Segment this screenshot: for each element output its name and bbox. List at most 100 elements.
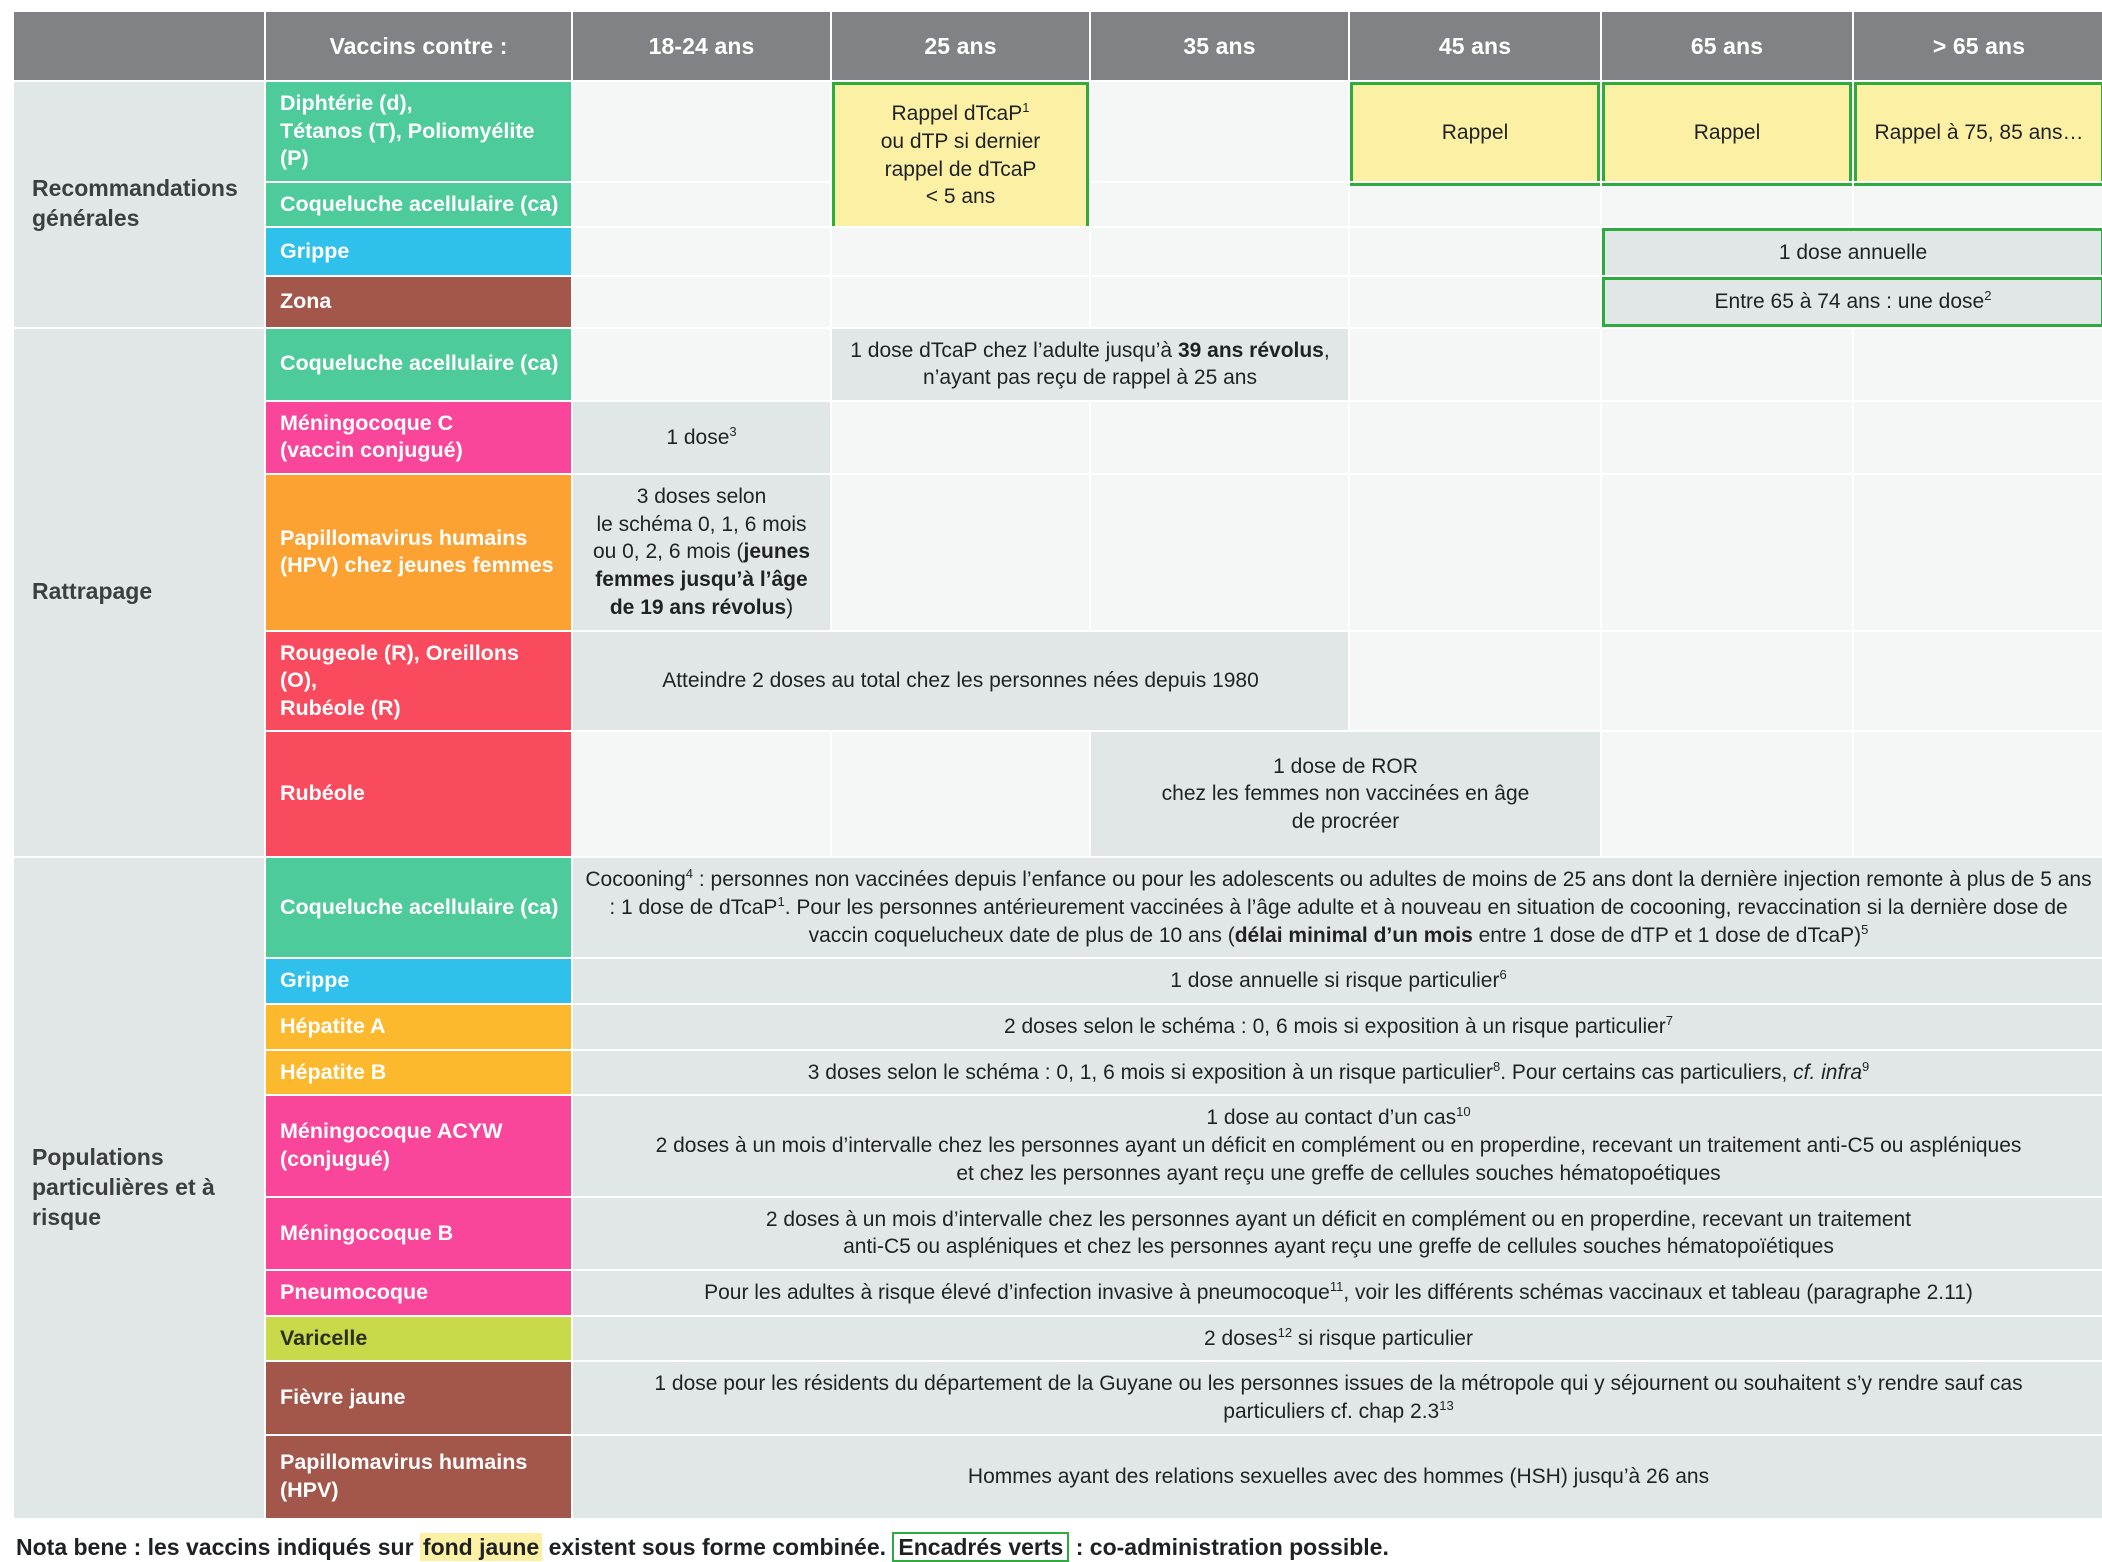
cell-hpv-l5-plain: ): [786, 595, 794, 619]
header-corner-blank: [14, 12, 264, 80]
vaccine-label-hepatite-a: Hépatite A: [266, 1004, 571, 1049]
vaccine-label-meningo-c-line2: (vaccin conjugué): [280, 438, 463, 463]
cell-dtp-45: Rappel: [1350, 82, 1600, 181]
cell-dtp-18-24: [573, 82, 830, 181]
cell-meningo-c-over-65: [1854, 401, 2102, 473]
vaccine-label-ror: Rougeole (R), Oreillons (O), Rubéole (R): [266, 631, 571, 731]
cell-coq-rat-text-a: 1 dose dTcaP chez l’adulte jusqu’à: [850, 338, 1178, 362]
cell-dtp-65: Rappel: [1602, 82, 1852, 181]
row-grippe-particuliere: Grippe 1 dose annuelle si risque particu…: [14, 959, 2102, 1003]
cell-pneumo-s1: 11: [1329, 1279, 1344, 1295]
vaccine-label-meningocoque-c: Méningocoque C (vaccin conjugué): [266, 401, 571, 473]
nota-highlight-encadres-verts: Encadrés verts: [892, 1531, 1070, 1562]
cell-hpv-femmes-45: [1350, 474, 1600, 630]
vaccine-label-hpv-femmes-line2: (HPV) chez jeunes femmes: [280, 553, 554, 578]
row-hepatite-b: Hépatite B 3 doses selon le schéma : 0, …: [14, 1050, 2102, 1095]
cell-zona-footnote: 2: [1984, 287, 1992, 303]
vaccine-label-ror-line1: Rougeole (R), Oreillons (O),: [280, 640, 519, 693]
vaccine-label-grippe-particuliere: Grippe: [266, 959, 571, 1003]
row-zona: Zona Entre 65 à 74 ans : une dose2: [14, 276, 2102, 327]
vaccine-label-varicelle: Varicelle: [266, 1316, 571, 1361]
vaccine-label-hpv-hsh: Papillomavirus humains (HPV): [266, 1435, 571, 1518]
cell-hpv-l3-bold: jeunes: [743, 540, 811, 564]
cell-meningo-c-45: [1350, 401, 1600, 473]
cell-hpv-l4-bold: femmes jusqu’à l’âge: [595, 568, 808, 592]
cell-hepatite-a: 2 doses selon le schéma : 0, 6 mois si e…: [573, 1004, 2102, 1049]
cell-ror-18-24-to-35: Atteindre 2 doses au total chez les pers…: [573, 631, 1348, 731]
header-age-65: 65 ans: [1602, 12, 1852, 80]
cell-dtp-25-footnote: 1: [1022, 100, 1030, 116]
section-label-recommandations-generales: Recommandations générales: [14, 82, 264, 327]
vaccine-schedule-grid: Vaccins contre : 18-24 ans 25 ans 35 ans…: [12, 10, 2102, 1520]
cell-meningo-b-l1: 2 doses à un mois d’intervalle chez les …: [765, 1207, 1912, 1231]
vaccine-label-dtp-line1: Diphtérie (d),: [280, 91, 413, 115]
row-fievre-jaune: Fièvre jaune 1 dose pour les résidents d…: [14, 1362, 2102, 1434]
cell-cocooning-t2: : personnes non vaccinées depuis l’enfan…: [609, 868, 2092, 919]
cell-grippe-gen-65-plus: 1 dose annuelle: [1602, 228, 2102, 275]
cell-rubeole-65: [1602, 732, 1852, 857]
cell-fievre-jaune-l1: 1 dose pour les résidents du département…: [654, 1372, 2023, 1396]
row-hepatite-a: Hépatite A 2 doses selon le schéma : 0, …: [14, 1004, 2102, 1049]
cell-hepatite-b: 3 doses selon le schéma : 0, 1, 6 mois s…: [573, 1050, 2102, 1095]
cell-rubeole-18-24: [573, 732, 830, 857]
cell-meningo-b-l2: anti-C5 ou aspléniques et chez les perso…: [843, 1235, 1834, 1259]
cell-coq-rat-text-bold: 39 ans révolus: [1177, 338, 1324, 362]
cell-zona-35: [1091, 276, 1348, 327]
cell-grippe-particuliere: 1 dose annuelle si risque particulier6: [573, 959, 2102, 1003]
vaccine-label-fievre-jaune: Fièvre jaune: [266, 1362, 571, 1434]
cell-coq-rat-45: [1350, 328, 1600, 400]
cell-hpv-femmes-25: [832, 474, 1089, 630]
cell-grippe-gen-25: [832, 228, 1089, 275]
nota-bene: Nota bene : les vaccins indiqués sur fon…: [16, 1531, 2090, 1562]
vaccine-label-dtp-line2: Tétanos (T), Poliomyélite (P): [280, 118, 535, 171]
cell-meningo-c-25: [832, 401, 1089, 473]
cell-hpv-l2: le schéma 0, 1, 6 mois: [596, 512, 807, 536]
cell-coq-rat-over-65: [1854, 328, 2102, 400]
cell-hep-b-t1: 3 doses selon le schéma : 0, 1, 6 mois s…: [807, 1060, 1493, 1084]
cell-rubeole-l1: 1 dose de ROR: [1273, 754, 1418, 778]
header-age-25: 25 ans: [832, 12, 1089, 80]
header-age-18-24: 18-24 ans: [573, 12, 830, 80]
vaccine-label-meningo-c-line1: Méningocoque C: [280, 410, 454, 435]
cell-coqueluche-gen-35: [1091, 182, 1348, 227]
cell-grippe-gen-45: [1350, 228, 1600, 275]
cell-coqueluche-gen-18-24: [573, 182, 830, 227]
cell-rubeole-over-65: [1854, 732, 2102, 857]
cell-meningocoque-acyw: 1 dose au contact d’un cas10 2 doses à u…: [573, 1096, 2102, 1196]
vaccine-label-meningocoque-acyw: Méningocoque ACYW (conjugué): [266, 1096, 571, 1196]
cell-cocooning-t1: Cocooning: [585, 868, 686, 892]
cell-cocooning-t3: . Pour les personnes antérieurement vacc…: [784, 895, 2068, 947]
cell-fievre-jaune-footnote: 13: [1439, 1398, 1454, 1414]
vaccine-label-hepatite-b: Hépatite B: [266, 1050, 571, 1095]
cell-dtp-35: [1091, 82, 1348, 181]
cell-zona-65-plus: Entre 65 à 74 ans : une dose2: [1602, 276, 2102, 327]
cell-hep-a-text: 2 doses selon le schéma : 0, 6 mois si e…: [1003, 1014, 1666, 1038]
nota-text-2: existent sous forme combinée.: [542, 1533, 893, 1560]
cell-ror-45: [1350, 631, 1600, 731]
table-header-row: Vaccins contre : 18-24 ans 25 ans 35 ans…: [14, 12, 2102, 80]
vaccine-label-rubeole: Rubéole: [266, 732, 571, 857]
cell-hpv-l3-plain: ou 0, 2, 6 mois (: [592, 540, 744, 564]
cell-varicelle: 2 doses12 si risque particulier: [573, 1316, 2102, 1361]
cell-meningo-c-text: 1 dose: [666, 425, 730, 449]
nota-highlight-fond-jaune: fond jaune: [419, 1532, 543, 1561]
row-coqueluche-generale: Coqueluche acellulaire (ca): [14, 182, 2102, 227]
vaccine-label-meningocoque-b: Méningocoque B: [266, 1197, 571, 1270]
cell-fievre-jaune: 1 dose pour les résidents du département…: [573, 1362, 2102, 1434]
cell-grippe-gen-18-24: [573, 228, 830, 275]
cell-varicelle-t1: 2 doses: [1204, 1326, 1278, 1350]
cell-hpv-l5-bold: de 19 ans révolus: [609, 595, 787, 619]
vaccine-label-coqueluche-cocooning: Coqueluche acellulaire (ca): [266, 858, 571, 958]
cell-coq-rat-text-c: , n’ayant pas reçu de rappel à 25 ans: [923, 338, 1330, 390]
cell-coq-rat-65: [1602, 328, 1852, 400]
vaccine-label-dtp: Diphtérie (d), Tétanos (T), Poliomyélite…: [266, 82, 571, 181]
vaccine-label-hpv-hsh-line2: (HPV): [280, 1477, 339, 1502]
cell-coqueluche-gen-65: [1602, 182, 1852, 227]
cell-fievre-jaune-l2: particuliers cf. chap 2.3: [1223, 1400, 1440, 1424]
cell-hpv-l1: 3 doses selon: [636, 484, 767, 508]
cell-zona-25: [832, 276, 1089, 327]
row-cocooning: Populations particulières et à risque Co…: [14, 858, 2102, 1518]
nota-text-1: Nota bene : les vaccins indiqués sur: [16, 1533, 420, 1560]
vaccine-label-hpv-femmes-line1: Papillomavirus humains: [280, 525, 528, 550]
cell-meningocoque-b: 2 doses à un mois d’intervalle chez les …: [573, 1197, 2102, 1270]
